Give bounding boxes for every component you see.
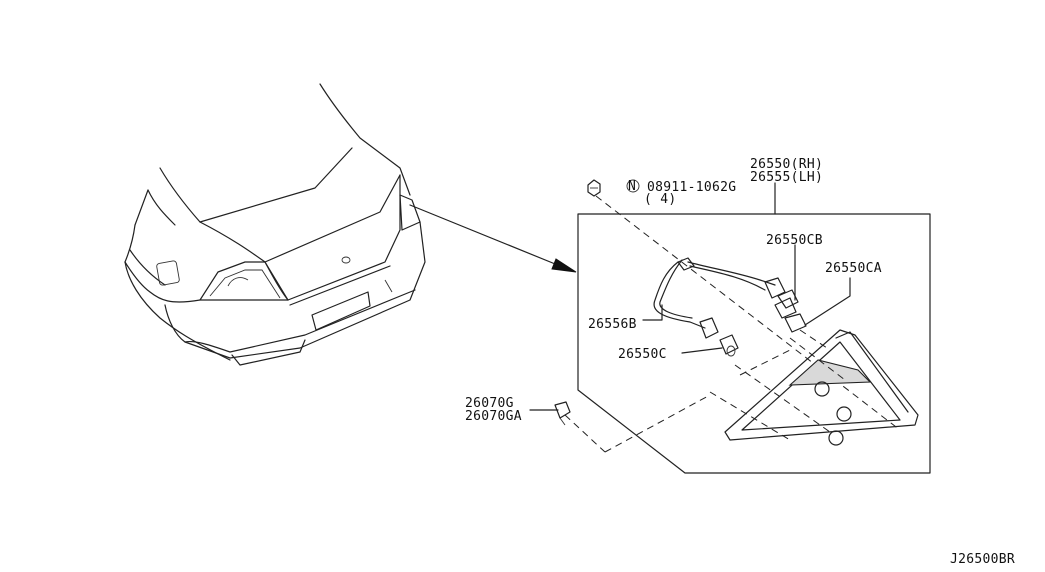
wire-harness <box>653 257 807 357</box>
n-symbol-icon <box>626 179 640 193</box>
assembly-lh-label: 26555(LH) <box>750 170 823 185</box>
socket-ca-label: 26550CA <box>825 261 882 276</box>
vehicle-rear-illustration <box>124 83 426 366</box>
socket-cb-label: 26550CB <box>766 233 823 248</box>
socket-c-label: 26550C <box>618 347 667 362</box>
assembly-rh-label: 26550(RH) <box>750 157 823 172</box>
tail-lamp-assembly <box>724 329 919 446</box>
mounting-clip-icon <box>554 401 571 426</box>
clip-g-label: 26070G <box>465 396 514 411</box>
fastener-clip-icon <box>587 179 601 197</box>
leader-arrow <box>409 204 577 273</box>
detail-frame <box>577 213 931 474</box>
fastener-part-label: 08911-1062G <box>647 180 736 195</box>
n-symbol-label: N <box>628 179 636 194</box>
fastener-qty-label: ( 4) <box>644 192 677 207</box>
clip-ga-label: 26070GA <box>465 409 522 424</box>
diagram-id-label: J26500BR <box>950 552 1015 567</box>
harness-label: 26556B <box>588 317 637 332</box>
